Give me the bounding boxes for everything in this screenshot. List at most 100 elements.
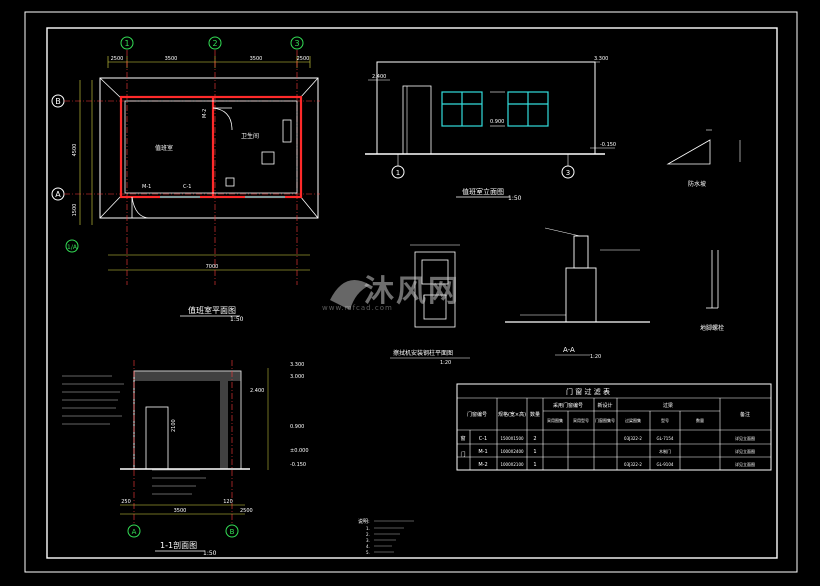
section-11-dim-2: 3500 <box>174 508 187 514</box>
row-qty: 1 <box>533 462 536 468</box>
row-atlas: 03J322-2 <box>624 436 642 441</box>
elev-level-top: 3.300 <box>594 56 608 62</box>
grid-label-B: B <box>55 97 61 106</box>
plan-title: 值班室平面图 <box>188 305 236 315</box>
grid-bubble-1A <box>65 239 79 253</box>
section-11-scale: 1:50 <box>203 550 217 557</box>
section-11: 2100 250 3500 120 2500 3.300 3.000 2.400… <box>62 360 309 557</box>
notes-title: 说明: <box>358 518 370 525</box>
watermark-logo-icon <box>330 280 370 310</box>
table-sub-lintel-model: 型号 <box>661 417 669 423</box>
table-sub-lintel-atlas: 过梁图集 <box>625 417 641 423</box>
room-label-side: 卫生间 <box>241 132 259 140</box>
notes-line-2: 2. <box>366 532 370 537</box>
table-header-lintel: 过梁 <box>663 402 673 409</box>
section-11-title: 1-1剖面图 <box>160 540 197 550</box>
dim-top-3: 3500 <box>250 56 263 62</box>
table-header-adopt: 采用门窗编号 <box>553 402 583 409</box>
table-header-qty: 数量 <box>530 411 540 418</box>
table-row: M-2 1000X2100 1 03J322-2 GL-9104 详见立面图 <box>478 461 755 468</box>
table-sub-model: 采用型号 <box>573 417 589 423</box>
slope-detail: 防水坡 <box>666 129 741 188</box>
row-qty: 1 <box>533 449 536 455</box>
section-11-dim-3: 120 <box>223 499 233 505</box>
row-kind: 门 <box>460 451 465 458</box>
dim-top-2: 3500 <box>165 56 178 62</box>
table-sub-lintel-qty: 数量 <box>696 417 704 423</box>
row-kind: 窗 <box>460 435 465 442</box>
row-model: GL-9104 <box>657 462 674 467</box>
section-11-level-5: -0.150 <box>290 462 306 468</box>
front-elevation: 3.300 2.400 0.900 -0.150 1 3 值班室立面图 1:50 <box>365 56 616 202</box>
section-11-level-2: 2.400 <box>250 388 264 394</box>
dim-top-1: 2500 <box>111 56 124 62</box>
elev-level-0150: -0.150 <box>600 142 616 148</box>
section-11-level-1: 3.000 <box>290 374 304 380</box>
table-header-newdesign: 新设计 <box>597 402 612 409</box>
slope-detail-title: 防水坡 <box>688 180 706 188</box>
row-code: M-1 <box>478 449 487 455</box>
section-11-level-3: 0.900 <box>290 424 304 430</box>
table-sub-atlas: 采用图集 <box>547 417 563 423</box>
anchor-bolt-title: 地脚螺栓 <box>700 324 724 332</box>
notes-line-4: 4. <box>366 544 370 549</box>
row-size: 1000X2400 <box>500 449 524 454</box>
door-label-m1: M-1 <box>142 184 151 190</box>
floor-plan: 1 2 3 B A 1/A 2500 3500 3500 2500 7000 4… <box>51 36 320 323</box>
plan-scale: 1:50 <box>230 316 244 323</box>
door-window-table: 门 窗 过 滤 表 门窗编号 规格(宽×高) 数量 采用门窗编号 新设计 过梁 … <box>456 383 772 471</box>
row-code: M-2 <box>478 462 487 468</box>
grid-bubble-2-top <box>208 36 222 50</box>
row-note: 详见立面图 <box>735 448 755 454</box>
section-11-level-0: 3.300 <box>290 362 304 368</box>
elevation-title: 值班室立面图 <box>462 187 504 196</box>
table-row: 窗 C-1 1500X1500 2 03J322-2 GL-7154 详见立面图 <box>460 435 755 442</box>
notes-line-5: 5. <box>366 550 370 555</box>
sheet-inner-border <box>46 27 778 559</box>
notes-line-3: 3. <box>366 538 370 543</box>
dim-total-width: 7000 <box>206 264 219 270</box>
elev-grid-label-3: 3 <box>566 169 570 177</box>
table-header-size: 规格(宽×高) <box>498 411 526 418</box>
grid-label-1-top: 1 <box>124 39 129 48</box>
grid-bubble-3-top <box>290 36 304 50</box>
door-label-m2: M-2 <box>202 109 208 118</box>
grid-label-A: A <box>55 190 61 199</box>
elev-grid-label-1: 1 <box>396 169 400 177</box>
dim-side-1: 4500 <box>72 144 78 157</box>
dim-side-2: 1500 <box>72 204 78 217</box>
section-11-grid-label-A: A <box>132 528 137 536</box>
elev-grid-bubble-3 <box>561 165 575 179</box>
row-note: 详见立面图 <box>735 461 755 467</box>
section-11-grid-label-B: B <box>230 528 235 536</box>
dim-top-4: 2500 <box>297 56 310 62</box>
row-qty: 2 <box>533 436 536 442</box>
general-notes: 说明: 1. 2. 3. 4. 5. <box>358 518 414 555</box>
sheet-outer-border <box>24 11 798 573</box>
machine-plan-detail: 擦拭机安装钢柱平面图 1:20 <box>390 244 470 366</box>
machine-plan-title: 擦拭机安装钢柱平面图 <box>393 349 453 357</box>
row-code: C-1 <box>479 436 487 442</box>
row-size: 1500X1500 <box>500 436 524 441</box>
row-size: 1000X2100 <box>500 462 524 467</box>
row-model: GL-7154 <box>657 436 674 441</box>
elev-level-0900: 0.900 <box>490 119 504 125</box>
table-title: 门 窗 过 滤 表 <box>566 387 610 396</box>
table-row: 门 M-1 1000X2400 1 木制门 详见立面图 <box>460 448 755 458</box>
grid-label-3-top: 3 <box>294 39 299 48</box>
window-label-c1: C-1 <box>183 184 191 190</box>
notes-line-1: 1. <box>366 526 370 531</box>
elev-level-2400: 2.400 <box>372 74 386 80</box>
section-11-grid-bubble-B <box>225 524 239 538</box>
table-header-code: 门窗编号 <box>467 411 487 418</box>
section-11-level-4: ±0.000 <box>290 448 309 454</box>
grid-bubble-1-top <box>120 36 134 50</box>
section-11-height: 2100 <box>171 419 177 432</box>
section-11-dim-1: 250 <box>121 499 131 505</box>
section-aa-title: A-A <box>563 346 575 354</box>
section-11-dim-4: 2500 <box>240 508 253 514</box>
elev-grid-bubble-1 <box>391 165 405 179</box>
section-11-grid-bubble-A <box>127 524 141 538</box>
row-note: 详见立面图 <box>735 435 755 441</box>
